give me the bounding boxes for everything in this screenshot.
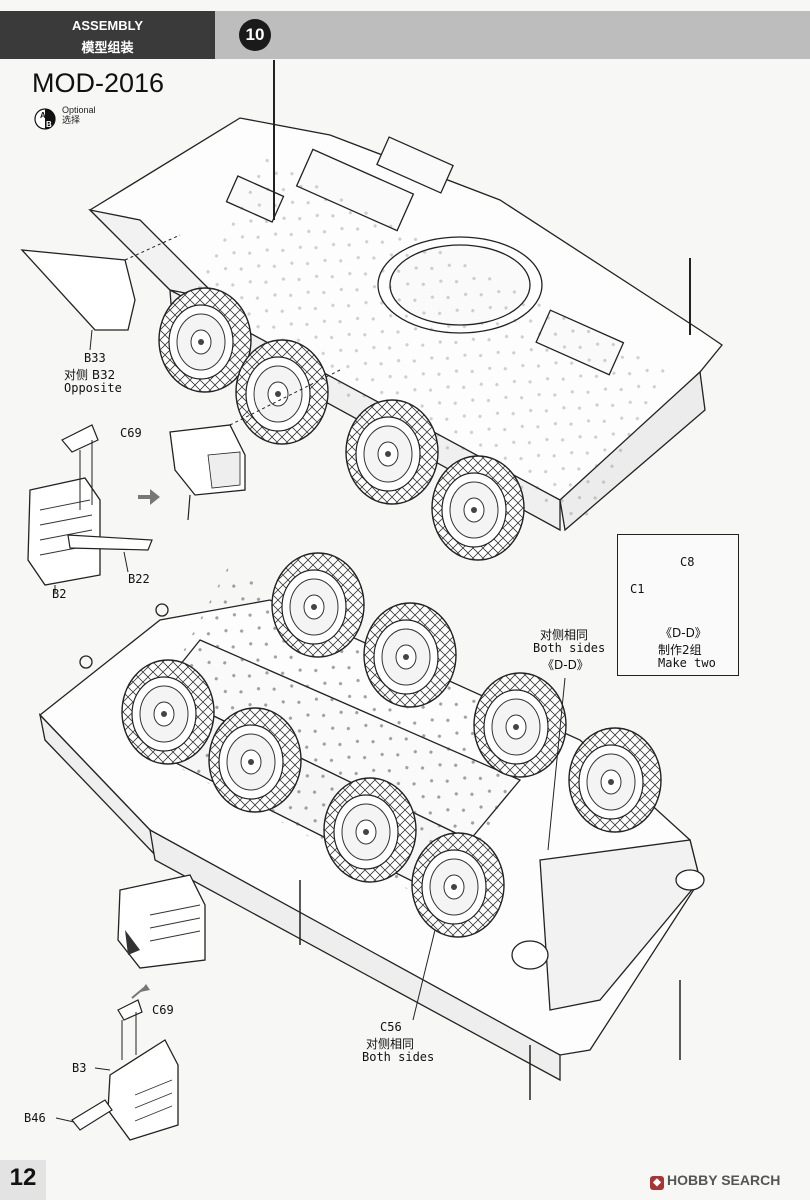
label-b46: B46 [24,1111,46,1125]
hobby-search-watermark: ◆HOBBY SEARCH [650,1172,780,1190]
rail-b22-part [67,534,153,551]
lower-stowage-box-part [117,874,206,969]
label-b33: B33 [84,351,106,365]
label-opposite: Opposite [64,381,122,395]
box-b3-part [107,1039,179,1141]
header-dark-block [0,11,215,59]
dd-leader-line [547,677,566,851]
optional-ab-icon: A B [34,108,56,130]
bracket-c69-part [61,424,99,453]
header-light-band [215,11,810,59]
label-b2: B2 [52,587,67,601]
label-c8: C8 [680,555,695,569]
label-b3: B3 [72,1061,87,1075]
inset-dd-subassembly [617,534,739,676]
assembly-header: ASSEMBLY 模型组装 10 [0,11,810,59]
label-c56-cn: 对侧相同 [366,1037,415,1051]
label-c56: C56 [380,1020,402,1034]
page-number-box: 12 [0,1160,46,1200]
label-c1: C1 [630,582,645,596]
label-both-sides: Both sides [533,641,606,655]
svg-text:B: B [46,120,52,129]
label-both-sides-cn: 对侧相同 [540,628,589,642]
label-lower-dd: 《D-D》 [542,658,589,672]
page-number: 12 [9,1164,37,1191]
label-c69: C69 [120,426,142,440]
tube-b46-part [71,1099,113,1131]
label-b32-opposite-cn: 对侧 B32 [64,368,116,382]
upper-hull-rivets [184,152,676,528]
b33-leader-line [89,329,93,351]
lower-hull-rivets [134,567,546,913]
label-c56-both-sides: Both sides [362,1050,435,1064]
optional-label: Optional 选择 [62,105,96,127]
watermark-text: HOBBY SEARCH [667,1172,781,1188]
optional-label-cn: 选择 [62,116,81,126]
front-plate-b33-part [20,249,136,331]
model-title: MOD-2016 [32,68,165,98]
arrow-right-icon [138,489,160,505]
label-b22: B22 [128,572,150,586]
header-title-cn: 模型组装 [81,41,134,56]
step-number-badge: 10 [239,19,271,51]
header-title-en: ASSEMBLY [71,18,144,33]
label-make-two-cn: 制作2组 [658,643,702,657]
svg-text:A: A [40,111,46,120]
optional-label-en: Optional [62,105,96,115]
hobby-search-logo-icon: ◆ [650,1176,664,1190]
label-make-two: Make two [658,656,716,670]
c56-leader-line [412,929,436,1021]
box-b2-part [27,477,101,586]
label-c69-lower: C69 [152,1003,174,1017]
label-inset-dd: 《D-D》 [660,626,707,640]
bracket-c69-lower-part [117,999,143,1021]
